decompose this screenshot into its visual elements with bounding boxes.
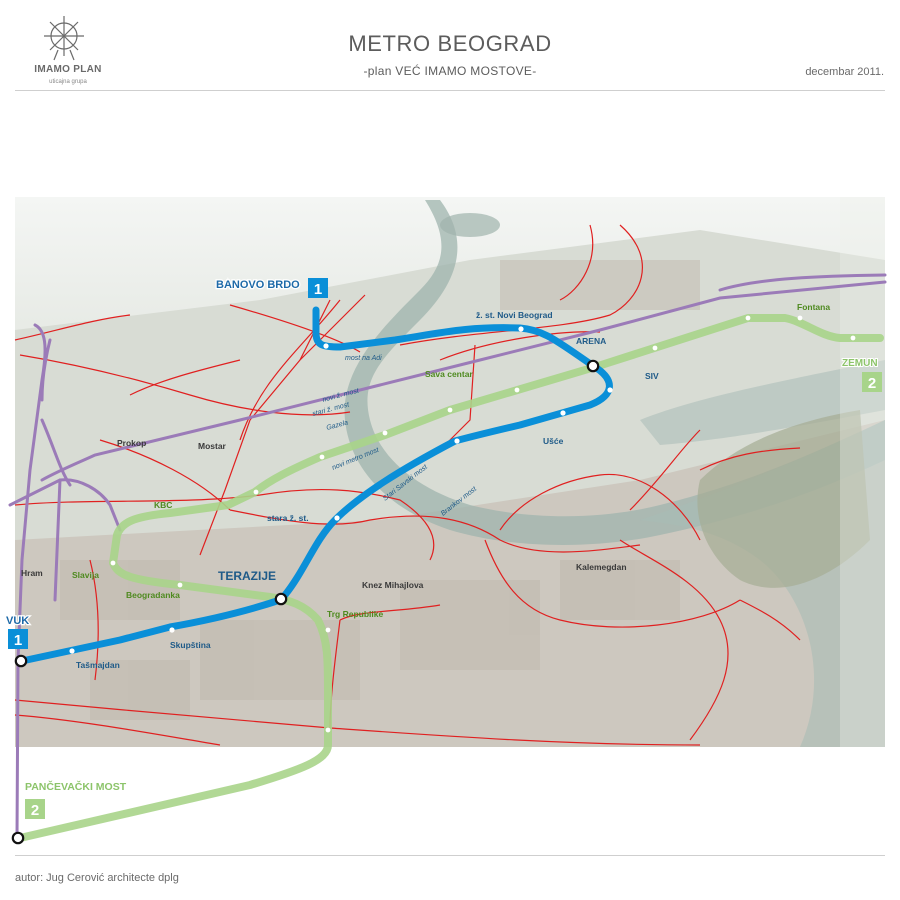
aerial-photo: [15, 197, 885, 747]
label-sava-centar: Sava centar: [425, 369, 473, 379]
badge-line2-east: [862, 372, 882, 392]
label-stara-zst: stara ž. st.: [267, 513, 309, 523]
badge-line1-north-num: 1: [314, 281, 322, 298]
label-knez-mihajlova: Knez Mihajlova: [362, 580, 424, 590]
header-divider: [15, 90, 885, 91]
terminal-pancevacki: [11, 831, 25, 845]
badge-line1-south-num: 1: [14, 632, 22, 649]
line1-stops: [69, 326, 613, 654]
label-pancevacki-most: PANČEVAČKI MOST: [25, 780, 127, 793]
stop-beogradanka: [177, 582, 183, 588]
badge-line1-north: [308, 278, 328, 298]
badge-line2-south: [25, 799, 45, 819]
label-tasmajdan: Tašmajdan: [76, 660, 120, 670]
stop-stara-zst: [334, 515, 340, 521]
stop-l2-3: [447, 407, 453, 413]
interchanges: [11, 359, 600, 845]
stop-slavija: [110, 560, 116, 566]
stop-brankov: [454, 438, 460, 444]
stop-usce: [560, 410, 566, 416]
badge-line1-south: [8, 629, 28, 649]
logo-icon: [44, 16, 84, 61]
badge-line2-east-num: 2: [868, 375, 876, 392]
interchange-terazije: [274, 592, 288, 606]
label-zst-novi-beograd: ž. st. Novi Beograd: [476, 310, 553, 320]
stop-skupstina: [169, 627, 175, 633]
line-badges: 1 1 2 2: [8, 278, 882, 819]
label-terazije: TERAZIJE: [218, 569, 276, 583]
stop-l2-2: [652, 345, 658, 351]
page-title: METRO BEOGRAD: [348, 31, 552, 56]
label-zemun: ZEMUN: [842, 358, 878, 369]
stop-most-na-adi: [323, 343, 329, 349]
stop-l2-5: [319, 454, 325, 460]
label-hram: Hram: [21, 568, 43, 578]
stop-l2-6: [325, 727, 331, 733]
page-subtitle: -plan VEĆ IMAMO MOSTOVE-: [363, 64, 537, 78]
danube-upper: [640, 360, 885, 445]
stop-trg-republike: [325, 627, 331, 633]
stop-fontana: [797, 315, 803, 321]
stop-l2-1: [745, 315, 751, 321]
stop-l2-4: [382, 430, 388, 436]
label-mostar: Mostar: [198, 441, 227, 451]
label-trg-republike: Trg Republike: [327, 609, 383, 619]
stop-siv: [607, 387, 613, 393]
footer-divider: [15, 855, 885, 856]
label-skupstina: Skupština: [170, 640, 211, 650]
logo-name: IMAMO PLAN: [34, 64, 102, 75]
label-fontana: Fontana: [797, 302, 830, 312]
label-kbc: KBC: [154, 500, 172, 510]
label-arena: ARENA: [576, 336, 606, 346]
label-siv: SIV: [645, 371, 659, 381]
war-island: [697, 410, 870, 588]
interchange-arena: [586, 359, 600, 373]
line2-stops: [110, 315, 856, 733]
terminal-vuk: [14, 654, 28, 668]
label-most-na-adi: most na Adi: [345, 355, 382, 362]
label-prokop: Prokop: [117, 438, 146, 448]
line2-route: [16, 314, 884, 842]
stop-kbc: [253, 489, 259, 495]
place-labels: Prokop Mostar Hram Knez Mihajlova Kaleme…: [21, 438, 627, 590]
line1-station-labels: ž. st. Novi Beograd ARENA SIV Ušće stara…: [76, 310, 659, 670]
author-credit: autor: Jug Cerović architecte dplg: [15, 872, 179, 884]
label-vuk: VUK: [6, 615, 29, 627]
date-label: decembar 2011.: [805, 66, 884, 78]
line2-station-labels: Fontana Sava centar KBC Slavija Beograda…: [72, 302, 830, 619]
badge-line2-south-num: 2: [31, 802, 39, 819]
label-banovo-brdo: BANOVO BRDO: [216, 279, 300, 291]
label-usce: Ušće: [543, 436, 564, 446]
label-kalemegdan: Kalemegdan: [576, 562, 627, 572]
stop-sava-centar: [514, 387, 520, 393]
stop-tasmajdan: [69, 648, 75, 654]
terminal-labels: BANOVO BRDO VUK ZEMUN PANČEVAČKI MOST: [5, 278, 879, 794]
label-beogradanka: Beogradanka: [126, 590, 180, 600]
label-slavija: Slavija: [72, 570, 99, 580]
logo-subtitle: uticajna grupa: [49, 79, 87, 85]
line1-route: [18, 306, 613, 665]
stop-novi-beograd: [518, 326, 524, 332]
stop-zemun: [850, 335, 856, 341]
railway: [8, 273, 887, 840]
